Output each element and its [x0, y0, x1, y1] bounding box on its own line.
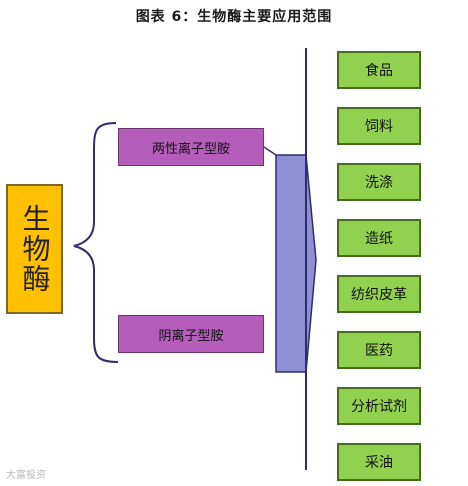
source-label: 生物酶	[18, 204, 52, 294]
application-box: 饲料	[337, 107, 421, 145]
source-box: 生物酶	[6, 184, 63, 314]
enzyme-type-box: 两性离子型胺	[118, 128, 264, 166]
application-box: 纺织皮革	[337, 275, 421, 313]
application-box: 造纸	[337, 219, 421, 257]
enzyme-type-box: 阴离子型胺	[118, 315, 264, 353]
type-brace	[73, 122, 119, 363]
type-connector	[263, 146, 277, 156]
application-box: 食品	[337, 51, 421, 89]
application-box: 分析试剂	[337, 387, 421, 425]
figure-title: 图表 6：生物酶主要应用范围	[135, 9, 333, 25]
watermark: 大富投资	[6, 470, 46, 481]
application-box: 医药	[337, 331, 421, 369]
application-box: 洗涤	[337, 163, 421, 201]
application-box: 采油	[337, 443, 421, 481]
application-arrow	[275, 154, 317, 373]
